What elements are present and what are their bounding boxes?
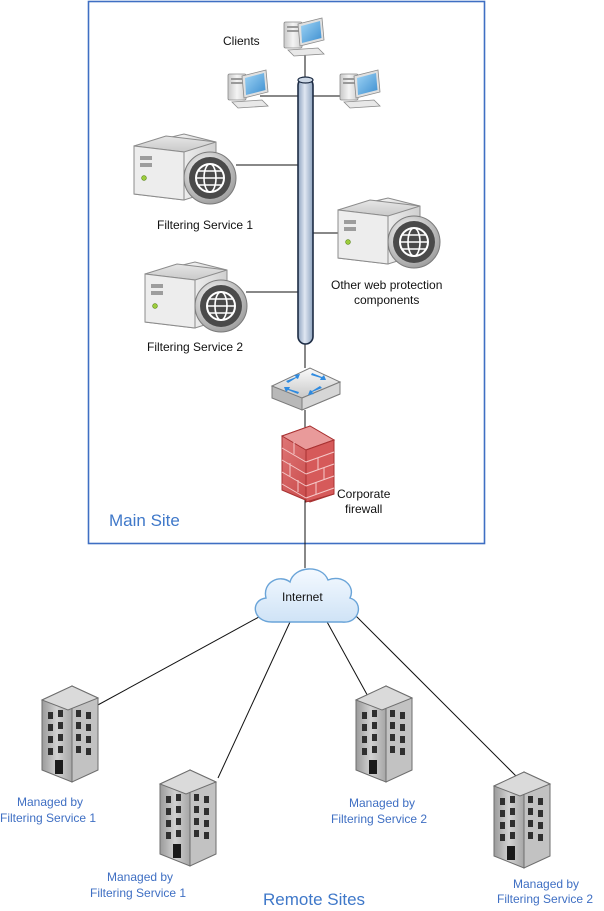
clients-label: Clients bbox=[223, 34, 260, 48]
other-components-label-line2: components bbox=[354, 293, 419, 307]
filtering-service-2-label: Filtering Service 2 bbox=[147, 340, 243, 354]
office-building-icon bbox=[355, 685, 413, 783]
remote-site-4-label-line2: Filtering Service 2 bbox=[497, 892, 593, 906]
desktop-computer-icon bbox=[339, 69, 381, 109]
desktop-computer-icon bbox=[227, 69, 269, 109]
office-building-icon bbox=[493, 771, 551, 869]
server-globe-icon bbox=[337, 197, 441, 269]
main-site-boundary bbox=[87, 0, 486, 545]
remote-site-4-label-line1: Managed by bbox=[513, 877, 579, 891]
lan-backbone bbox=[297, 76, 314, 345]
router-icon bbox=[270, 367, 342, 411]
filtering-service-1-label: Filtering Service 1 bbox=[157, 218, 253, 232]
remote-sites-title: Remote Sites bbox=[263, 890, 365, 909]
remote-site-3-label-line2: Filtering Service 2 bbox=[331, 812, 427, 826]
remote-site-2-label-line2: Filtering Service 1 bbox=[90, 886, 186, 900]
other-components-label-line1: Other web protection bbox=[331, 278, 442, 292]
firewall-label-line2: firewall bbox=[345, 502, 382, 516]
desktop-computer-icon bbox=[283, 17, 325, 57]
wan-wires bbox=[95, 605, 517, 779]
firewall-icon bbox=[280, 425, 336, 503]
remote-site-3-label-line1: Managed by bbox=[349, 796, 415, 810]
server-globe-icon bbox=[144, 261, 248, 333]
remote-site-1-label-line1: Managed by bbox=[17, 795, 83, 809]
firewall-label-line1: Corporate bbox=[337, 487, 391, 501]
remote-site-1-label-line2: Filtering Service 1 bbox=[0, 811, 96, 825]
internet-label: Internet bbox=[282, 590, 323, 604]
office-building-icon bbox=[41, 685, 99, 783]
remote-site-2-label-line1: Managed by bbox=[107, 870, 173, 884]
server-globe-icon bbox=[133, 133, 237, 205]
main-site-title: Main Site bbox=[109, 511, 180, 530]
cloud-icon bbox=[254, 568, 360, 623]
office-building-icon bbox=[159, 769, 217, 867]
